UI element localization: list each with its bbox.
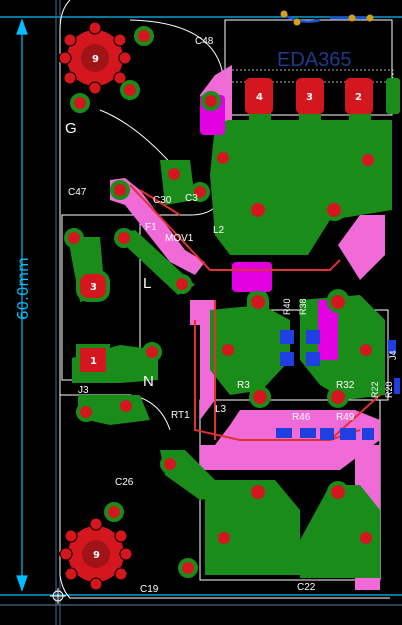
logo-text: EDA365 — [277, 49, 352, 71]
label-c22: C22 — [297, 582, 316, 593]
label-r20: R20 — [384, 381, 394, 398]
label-r46: R46 — [292, 412, 311, 423]
label-l: L — [143, 275, 151, 292]
mount-hole-top — [58, 21, 132, 95]
pad-label-j3-1: 1 — [90, 356, 97, 367]
mount-hole-bottom — [59, 517, 133, 591]
pad-label-conn-2: 2 — [355, 92, 362, 103]
label-c26: C26 — [115, 477, 134, 488]
fiducial-dots — [280, 10, 374, 26]
pad-label-mount-top: 9 — [92, 54, 99, 65]
label-j4: J4 — [388, 350, 398, 360]
label-j3: J3 — [78, 385, 89, 396]
label-r38: R38 — [298, 298, 308, 315]
label-g: G — [65, 120, 77, 137]
label-mov1: MOV1 — [165, 233, 194, 244]
pad-label-fuse-3: 3 — [90, 282, 97, 293]
label-c47: C47 — [68, 187, 87, 198]
smd-pads — [276, 330, 400, 440]
label-l3: L3 — [215, 404, 227, 415]
pad-label-conn-3: 3 — [306, 92, 313, 103]
dimension-label: 60.0mm — [14, 257, 32, 320]
label-r40: R40 — [282, 298, 292, 315]
pad-label-conn-4: 4 — [256, 92, 263, 103]
connector-pads — [245, 78, 400, 114]
label-r49: R49 — [336, 412, 355, 423]
label-r22: R22 — [370, 381, 380, 398]
through-hole-pads — [64, 26, 378, 578]
label-n: N — [143, 373, 154, 390]
label-c30: C30 — [153, 195, 172, 206]
label-c19: C19 — [140, 584, 159, 595]
pad-label-mount-bottom: 9 — [93, 550, 100, 561]
label-rt1: RT1 — [171, 410, 190, 421]
logo-block — [227, 69, 394, 83]
label-c3: C3 — [185, 193, 198, 204]
signal-traces — [129, 184, 381, 441]
label-r3: R3 — [237, 380, 250, 391]
label-f1: F1 — [145, 222, 157, 233]
square-pads — [76, 270, 110, 376]
origin-crosshair-icon — [50, 588, 66, 604]
label-l2: L2 — [213, 225, 225, 236]
label-r32: R32 — [336, 380, 355, 391]
label-c48: C48 — [195, 36, 214, 47]
